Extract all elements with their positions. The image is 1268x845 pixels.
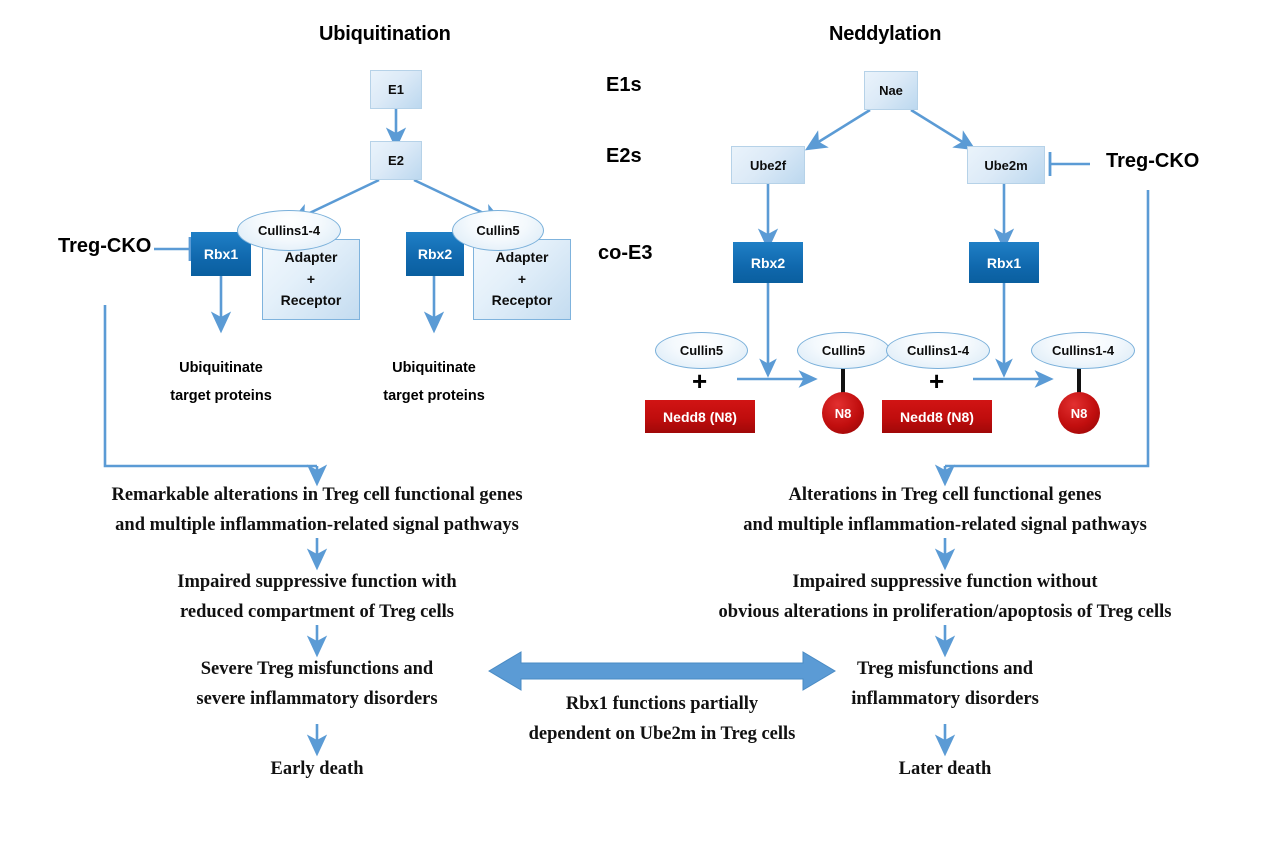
ellipse-cullins1-4-product[interactable]: Cullins1-4 — [1031, 332, 1135, 369]
box-nedd8-2[interactable]: Nedd8 (N8) — [882, 400, 992, 433]
outcome-right-step1-line2: and multiple inflammation-related signal… — [743, 514, 1147, 535]
adapter-plus-2: + — [517, 270, 527, 287]
box-e2[interactable]: E2 — [370, 141, 422, 180]
outcome-left-step2-line2: reduced compartment of Treg cells — [179, 601, 454, 622]
outcome-right-step1-line1: Alterations in Treg cell functional gene… — [788, 485, 1102, 505]
comparison-caption: Rbx1 functions partially dependent on Ub… — [529, 690, 796, 750]
outcome-left-step3-line2: severe inflammatory disorders — [196, 688, 438, 709]
comparison-caption-line2: dependent on Ube2m in Treg cells — [528, 723, 796, 744]
outcome-right-step4-line1: Later death — [898, 759, 992, 779]
ellipse-cullin5-ubiquitination[interactable]: Cullin5 — [452, 210, 544, 251]
plus-sign-1: + — [692, 366, 708, 396]
box-rbx1-ubiquitination[interactable]: Rbx1 — [191, 232, 251, 276]
stage-label-e2s: E2s — [606, 145, 642, 167]
box-rbx2-neddylation[interactable]: Rbx2 — [733, 242, 803, 283]
adapter-label-2: Adapter — [495, 248, 549, 265]
outcome-right-step3: Treg misfunctions and inflammatory disor… — [851, 655, 1039, 715]
circle-n8-1[interactable]: N8 — [822, 392, 864, 434]
comparison-caption-line1: Rbx1 functions partially — [565, 694, 759, 714]
box-ube2m[interactable]: Ube2m — [967, 146, 1045, 184]
ubiquitinate-output-1: Ubiquitinate target proteins — [170, 355, 272, 410]
box-rbx1-neddylation[interactable]: Rbx1 — [969, 242, 1039, 283]
outcome-left-step4: Early death — [270, 755, 363, 785]
title-neddylation: Neddylation — [829, 23, 942, 45]
ellipse-cullin5-product[interactable]: Cullin5 — [797, 332, 890, 369]
ellipse-cullins1-4-ubiquitination[interactable]: Cullins1-4 — [237, 210, 341, 251]
ubiquitinate-output-1-line1: Ubiquitinate — [179, 360, 263, 376]
comparison-arrow — [488, 651, 836, 691]
receptor-label-1: Receptor — [280, 292, 342, 309]
box-rbx2-ubiquitination[interactable]: Rbx2 — [406, 232, 464, 276]
outcome-left-step1: Remarkable alterations in Treg cell func… — [111, 481, 522, 541]
box-nedd8-1[interactable]: Nedd8 (N8) — [645, 400, 755, 433]
ubiquitinate-output-2: Ubiquitinate target proteins — [383, 355, 485, 410]
outcome-right-step3-line2: inflammatory disorders — [851, 688, 1039, 709]
outcome-right-step2: Impaired suppressive function without ob… — [719, 568, 1172, 628]
circle-n8-2[interactable]: N8 — [1058, 392, 1100, 434]
ubiquitinate-output-2-line2: target proteins — [383, 387, 485, 404]
adapter-label-1: Adapter — [284, 248, 338, 265]
outcome-right-step2-line1: Impaired suppressive function without — [792, 572, 1098, 592]
treg-cko-label-right[interactable]: Treg-CKO — [1106, 150, 1200, 172]
outcome-right-step2-line2: obvious alterations in proliferation/apo… — [718, 601, 1172, 622]
receptor-label-2: Receptor — [491, 292, 553, 309]
outcome-right-step3-line1: Treg misfunctions and — [856, 659, 1034, 679]
ubiquitinate-output-2-line1: Ubiquitinate — [392, 360, 476, 376]
title-ubiquitination: Ubiquitination — [319, 23, 451, 45]
stage-label-e1s: E1s — [606, 74, 642, 96]
outcome-right-step4: Later death — [899, 755, 992, 785]
outcome-left-step2-line1: Impaired suppressive function with — [177, 572, 457, 592]
treg-cko-label-left[interactable]: Treg-CKO — [58, 235, 152, 257]
outcome-left-step4-line1: Early death — [270, 759, 364, 779]
outcome-left-step3-line1: Severe Treg misfunctions and — [200, 659, 434, 679]
outcome-left-step3: Severe Treg misfunctions and severe infl… — [196, 655, 437, 715]
box-nae[interactable]: Nae — [864, 71, 918, 110]
box-adapter-receptor-2[interactable]: Adapter + Receptor — [473, 239, 571, 320]
ubiquitinate-output-1-line2: target proteins — [170, 387, 272, 404]
outcome-left-step2: Impaired suppressive function with reduc… — [177, 568, 456, 628]
box-adapter-receptor-1[interactable]: Adapter + Receptor — [262, 239, 360, 320]
box-ube2f[interactable]: Ube2f — [731, 146, 805, 184]
adapter-plus-1: + — [306, 270, 316, 287]
box-e1[interactable]: E1 — [370, 70, 422, 109]
stage-label-co-e3: co-E3 — [598, 242, 653, 264]
outcome-left-step1-line1: Remarkable alterations in Treg cell func… — [111, 485, 523, 505]
outcome-left-step1-line2: and multiple inflammation-related signal… — [115, 514, 519, 535]
outcome-right-step1: Alterations in Treg cell functional gene… — [743, 481, 1147, 541]
ellipse-cullin5-substrate[interactable]: Cullin5 — [655, 332, 748, 369]
plus-sign-2: + — [929, 366, 945, 396]
ellipse-cullins1-4-substrate[interactable]: Cullins1-4 — [886, 332, 990, 369]
